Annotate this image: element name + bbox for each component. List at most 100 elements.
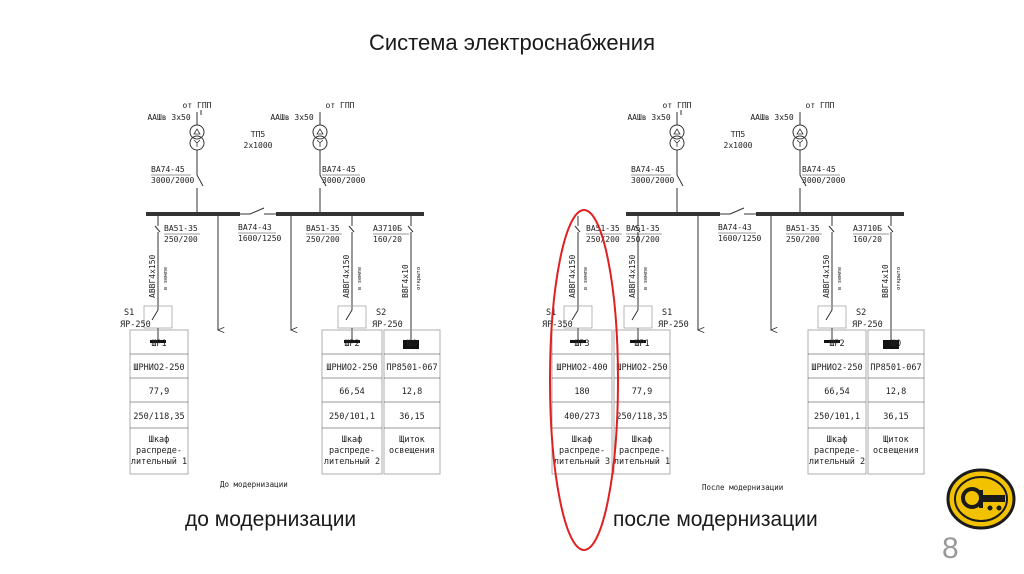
page-number: 8	[942, 532, 959, 565]
cable-note: открыто	[896, 267, 902, 290]
breaker-label: 160/20	[853, 235, 882, 244]
cable-label: ВВГ4х10	[881, 264, 890, 298]
breaker-label: ВА51-35	[306, 224, 340, 233]
breaker-symbol-icon	[676, 174, 684, 187]
switch-label: S1	[662, 308, 672, 318]
switch-label: ЯР-250	[372, 320, 403, 330]
panel-3-desc: освещения	[873, 446, 919, 456]
breaker-label: 3000/2000	[631, 176, 675, 185]
breaker-label: 250/200	[306, 235, 340, 244]
caption-after: после модернизации	[613, 508, 818, 531]
tie-breaker-label: ВА74-43	[718, 223, 752, 232]
panel-0-desc: распреде-	[136, 446, 182, 456]
substation-name: ТП5	[251, 130, 266, 139]
panel-2-name: ШР2	[829, 339, 844, 349]
panel-input-icon	[344, 340, 360, 343]
cable-note: в земле	[643, 267, 649, 290]
breaker-label: ВА74-45	[631, 165, 665, 174]
diagram-footer: До модернизации	[220, 480, 288, 489]
switch-label: S2	[376, 308, 386, 318]
cable-label: ААШв 3х50	[147, 113, 191, 122]
switch-label: ЯР-250	[120, 320, 151, 330]
panel-input-icon	[630, 340, 646, 343]
transformer-winding-icon	[312, 124, 328, 140]
panel-1-name: ШР2	[344, 339, 359, 349]
cable-note: в земле	[163, 267, 169, 290]
panel-input-icon	[824, 340, 840, 343]
cable-label: ААШв 3х50	[750, 113, 794, 122]
switch-label: S1	[546, 308, 556, 318]
panel-2-power: 12,8	[402, 387, 422, 397]
panel-1-name: ШР1	[634, 339, 649, 349]
panel-3-current: 36,15	[883, 412, 909, 422]
caption-before: до модернизации	[185, 508, 357, 531]
panel-2-desc: распреде-	[814, 446, 860, 456]
breaker-symbol-icon	[574, 225, 581, 233]
cable-label: АВВГ4х150	[568, 254, 577, 298]
delta-symbol-icon	[193, 128, 201, 135]
panel-3-type: ПР8501-067	[870, 363, 921, 373]
breaker-symbol-icon	[319, 174, 327, 187]
feed-label: от ГПП	[183, 101, 212, 110]
delta-symbol-icon	[796, 128, 804, 135]
switch-label: ЯР-250	[658, 320, 689, 330]
panel-2-power: 66,54	[824, 387, 850, 397]
breaker-label: ВА51-35	[586, 224, 620, 233]
disconnect-switch-icon	[571, 309, 579, 321]
highlight-ellipse	[549, 209, 619, 551]
cable-label: ААШв 3х50	[270, 113, 314, 122]
cable-note: в земле	[837, 267, 843, 290]
breaker-label: 3000/2000	[322, 176, 366, 185]
panel-0-type: ШРНИО2-250	[133, 363, 184, 373]
transformer-winding-icon	[669, 124, 685, 140]
panel-0-current: 250/118,35	[133, 412, 184, 422]
delta-symbol-icon	[316, 128, 324, 135]
panel-3-power: 12,8	[886, 387, 906, 397]
panel-0-desc: Шкаф	[572, 435, 592, 445]
substation-name: ТП5	[731, 130, 746, 139]
breaker-label: 250/200	[626, 235, 660, 244]
panel-1-current: 250/101,1	[329, 412, 375, 422]
breaker-label: ВА51-35	[626, 224, 660, 233]
breaker-symbol-icon	[407, 225, 414, 233]
panel-1-desc: Шкаф	[632, 435, 652, 445]
breaker-label: ВА74-45	[322, 165, 356, 174]
tie-breaker-label: ВА74-43	[238, 223, 272, 232]
disconnect-switch-icon	[825, 309, 833, 321]
panel-0-desc: лительный 1	[131, 457, 187, 467]
switch-label: S2	[856, 308, 866, 318]
breaker-symbol-icon	[196, 174, 204, 187]
cable-note: открыто	[416, 267, 422, 290]
wye-symbol-icon	[316, 139, 324, 147]
feed-label: от ГПП	[806, 101, 835, 110]
feed-label: от ГПП	[663, 101, 692, 110]
cable-label: АВВГ4х150	[628, 254, 637, 298]
panel-input-icon	[570, 340, 586, 343]
panel-1-desc: распреде-	[329, 446, 375, 456]
switch-label: S1	[124, 308, 134, 318]
breaker-label: ВА51-35	[786, 224, 820, 233]
breaker-label: 250/200	[164, 235, 198, 244]
tie-breaker-icon	[729, 207, 745, 215]
panel-1-type: ШРНИО2-250	[326, 363, 377, 373]
panel-1-power: 66,54	[339, 387, 365, 397]
panel-input-icon	[150, 340, 166, 343]
breaker-label: 3000/2000	[802, 176, 846, 185]
disconnect-switch-icon	[631, 309, 639, 321]
breaker-symbol-icon	[634, 225, 641, 233]
breaker-label: 3000/2000	[151, 176, 195, 185]
cable-label: ВВГ4х10	[401, 264, 410, 298]
tie-breaker-icon	[249, 207, 265, 215]
breaker-label: А3710Б	[853, 224, 882, 233]
panel-0-desc: распреде-	[559, 446, 605, 456]
panel-0-desc: лительный 3	[554, 457, 610, 467]
breaker-symbol-icon	[348, 225, 355, 233]
breaker-symbol-icon	[887, 225, 894, 233]
wye-symbol-icon	[796, 139, 804, 147]
delta-symbol-icon	[673, 128, 681, 135]
breaker-label: 250/200	[786, 235, 820, 244]
substation-rating: 2х1000	[244, 141, 273, 150]
breaker-label: 160/20	[373, 235, 402, 244]
